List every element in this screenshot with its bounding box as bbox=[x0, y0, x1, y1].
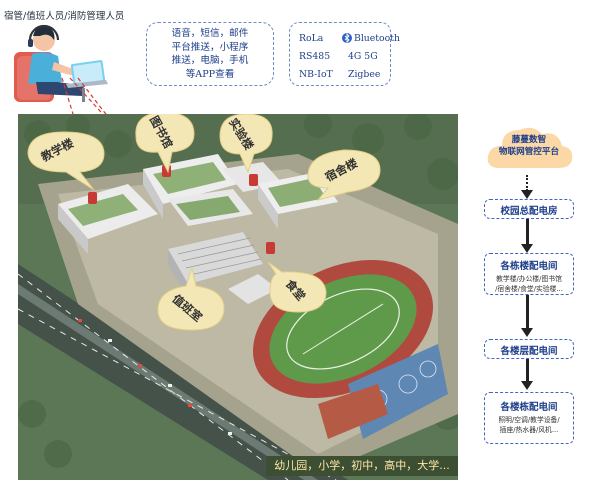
arrow-shaft bbox=[526, 219, 529, 245]
person-label: 宿管/值班人员/消防管理人员 bbox=[4, 11, 125, 22]
arrow-down-icon bbox=[521, 328, 533, 337]
node-subtitle-line: 插座/热水器/风机... bbox=[499, 425, 559, 434]
bubble-duty: 值班室 bbox=[152, 264, 228, 334]
notify-line: 平台推送，小程序 bbox=[171, 41, 249, 53]
arrow-down-icon bbox=[521, 244, 533, 253]
node-floor-rooms: 各楼层配电间 bbox=[484, 339, 574, 359]
protocol-bluetooth: Bluetooth bbox=[354, 33, 400, 44]
protocol-4g5g: 4G 5G bbox=[348, 51, 378, 62]
node-subtitle-line: 教学楼/办公楼/图书馆 bbox=[496, 275, 562, 283]
bubble-lab: 实验楼 bbox=[214, 114, 278, 174]
platform-name-line: 藤蔓数智 bbox=[511, 135, 547, 145]
protocol-zigbee: Zigbee bbox=[348, 69, 381, 80]
protocol-nbiot: NB-IoT bbox=[299, 69, 333, 80]
node-title: 各栋楼配电间 bbox=[500, 261, 558, 272]
protocol-rs485: RS485 bbox=[299, 51, 331, 62]
campus-aerial-map: 教学楼 图书馆 实验楼 宿舍楼 食堂 值班室 bbox=[18, 114, 458, 480]
school-types-banner: 幼儿园，小学，初中，高中，大学... bbox=[266, 456, 458, 476]
notify-line: 语音，短信，邮件 bbox=[171, 28, 249, 39]
node-building-rooms: 各栋楼配电间 教学楼/办公楼/图书馆 /宿舍楼/食堂/实验楼... bbox=[484, 253, 574, 295]
notify-line: 等APP查看 bbox=[185, 68, 235, 80]
cloud-shape bbox=[484, 122, 574, 174]
protocol-lora: RoLa bbox=[299, 33, 324, 44]
bubble-teaching: 教学楼 bbox=[24, 128, 110, 192]
bubble-canteen: 食堂 bbox=[264, 252, 330, 316]
notify-line: 推送，电脑，手机 bbox=[171, 55, 249, 66]
bubble-dorm: 宿舍楼 bbox=[304, 144, 384, 202]
bubble-library: 图书馆 bbox=[130, 114, 200, 174]
node-building-loads: 各楼栋配电间 照明/空调/教学设备/ 插座/热水器/风机... bbox=[484, 392, 574, 444]
arrow-shaft bbox=[526, 359, 529, 383]
platform-title: 藤蔓数智 物联网管控平台 bbox=[484, 134, 574, 158]
bluetooth-icon bbox=[342, 32, 352, 47]
notification-methods-box: 语音，短信，邮件 平台推送，小程序 推送，电脑，手机 等APP查看 bbox=[146, 22, 274, 86]
protocol-box: RoLa Bluetooth RS485 4G 5G NB-IoT Zigbee bbox=[289, 22, 400, 86]
node-subtitle: 教学楼/办公楼/图书馆 /宿舍楼/食堂/实验楼... bbox=[485, 275, 573, 294]
arrow-down-icon bbox=[521, 381, 533, 390]
node-subtitle-line: /宿舍楼/食堂/实验楼... bbox=[495, 284, 563, 293]
node-subtitle-line: 照明/空调/教学设备/ bbox=[498, 416, 560, 424]
node-title: 各楼栋配电间 bbox=[500, 402, 558, 413]
arrow-shaft bbox=[526, 295, 529, 330]
dotted-connector bbox=[526, 175, 530, 191]
node-title: 各楼层配电间 bbox=[500, 346, 558, 357]
arrow-down-icon bbox=[521, 190, 533, 199]
node-title: 校园总配电房 bbox=[500, 206, 558, 217]
node-campus-main-room: 校园总配电房 bbox=[484, 199, 574, 219]
node-subtitle: 照明/空调/教学设备/ 插座/热水器/风机... bbox=[485, 416, 573, 435]
platform-name-line: 物联网管控平台 bbox=[498, 147, 560, 157]
